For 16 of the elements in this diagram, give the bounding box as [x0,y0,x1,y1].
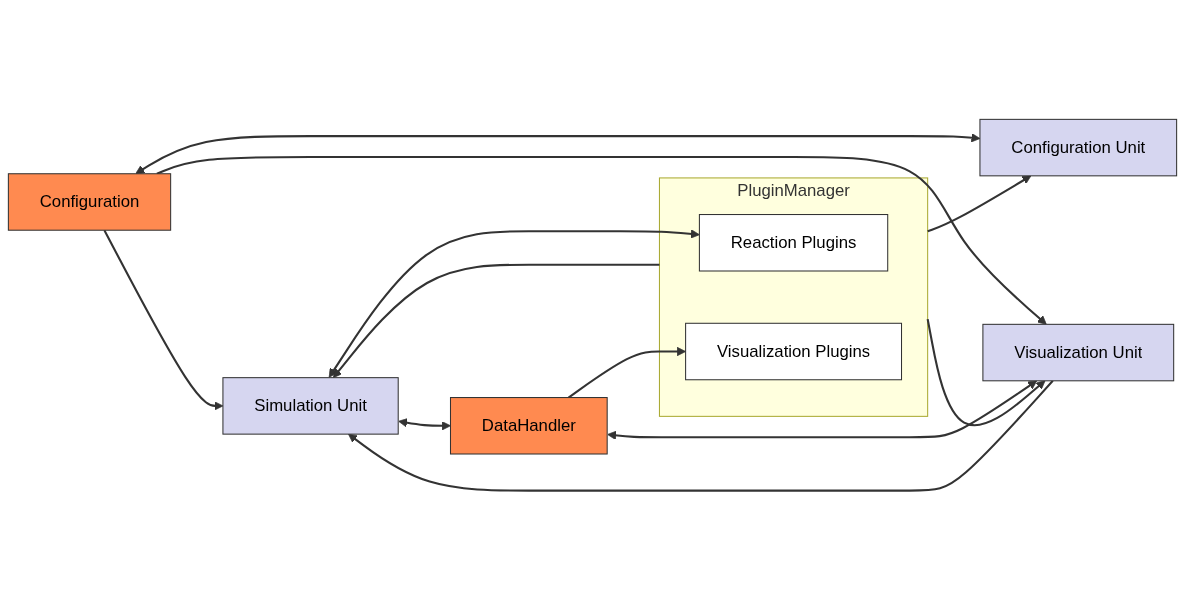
arrow [348,380,1054,492]
node-box: Simulation Unit [222,377,399,435]
node-box: Configuration Unit [979,118,1178,177]
arrow [567,346,686,399]
node-box: DataHandler [449,397,608,455]
arrow [328,229,700,378]
node-box: Configuration [7,173,172,231]
arrow [607,380,1038,440]
node-box: Visualization Unit [982,323,1175,382]
node-box: Visualization Plugins [685,322,903,381]
arrow [926,318,1046,427]
node-box: Reaction Plugins [698,214,889,272]
arrow [927,175,1032,233]
arrow [332,263,660,379]
arrow [398,418,451,431]
arrow [156,156,1047,325]
